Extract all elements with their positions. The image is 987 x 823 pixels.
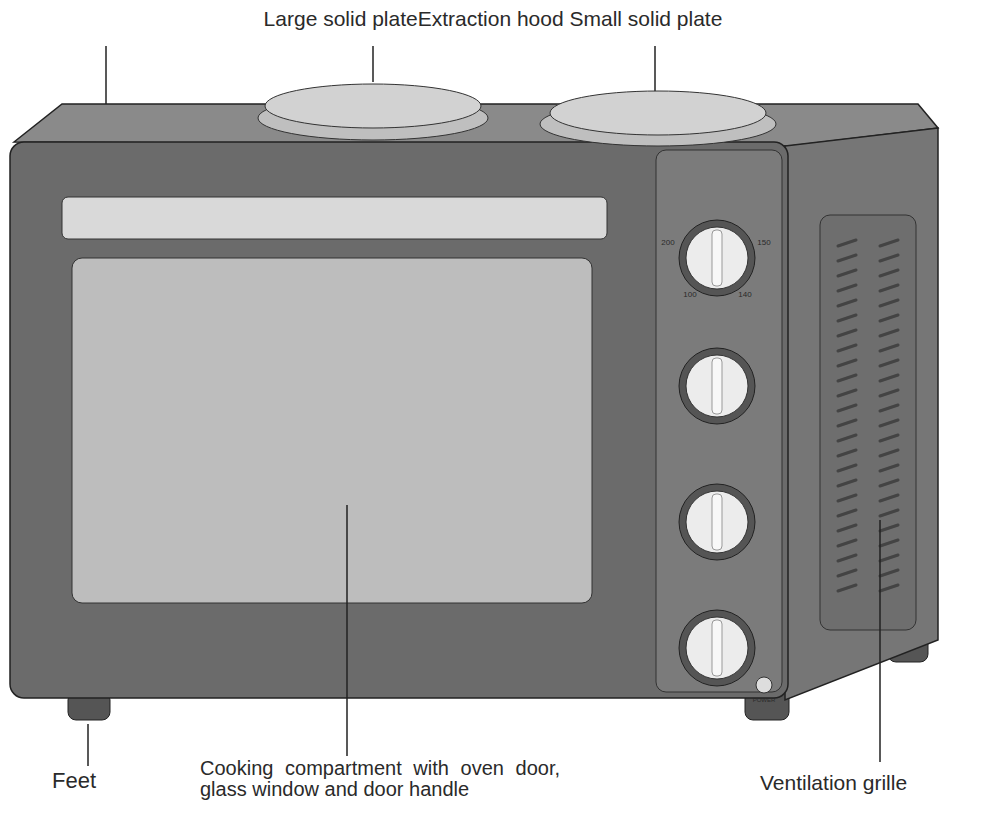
grille-slot <box>880 270 898 276</box>
grille-slot <box>838 570 856 576</box>
dial-number: 200 <box>661 238 674 248</box>
grille-slot <box>838 420 856 426</box>
grille-slot <box>880 330 898 336</box>
part-label: Ventilation grille <box>760 770 907 795</box>
grille-slot <box>880 510 898 516</box>
part-label: Large solid plateExtraction hood Small s… <box>264 6 723 31</box>
grille-slot <box>838 585 856 591</box>
leader-line <box>879 520 881 762</box>
grille-slot <box>880 540 898 546</box>
grille-slot <box>880 435 898 441</box>
control-panel <box>656 150 782 692</box>
grille-slot <box>838 345 856 351</box>
grille-slot <box>838 285 856 291</box>
grille-slot <box>880 375 898 381</box>
grille-slot <box>880 555 898 561</box>
leader-line <box>346 505 348 756</box>
grille-slot <box>880 465 898 471</box>
grille-slot <box>838 240 856 246</box>
grille-slot <box>838 405 856 411</box>
grille-slot <box>838 270 856 276</box>
grille-slot <box>880 240 898 246</box>
grille-slot <box>880 525 898 531</box>
grille-slot <box>880 285 898 291</box>
leader-line <box>372 46 374 82</box>
dial-number: 140 <box>738 290 751 300</box>
leader-line <box>654 46 656 92</box>
small-plate <box>550 91 766 135</box>
oven-front <box>10 142 788 698</box>
grille-slot <box>838 525 856 531</box>
grille-slot <box>880 450 898 456</box>
grille-slot <box>838 540 856 546</box>
grille-slot <box>838 390 856 396</box>
grille-slot <box>838 300 856 306</box>
grille-slot <box>880 300 898 306</box>
grille-slot <box>880 405 898 411</box>
grille-slot <box>880 390 898 396</box>
grille-slot <box>838 450 856 456</box>
grille-slot <box>880 315 898 321</box>
grille-slot <box>838 435 856 441</box>
grille-slot <box>838 330 856 336</box>
button-label: POWER <box>753 697 776 704</box>
knobs <box>679 220 772 693</box>
dial-number: 100 <box>683 290 696 300</box>
oven-side <box>785 128 938 700</box>
grille-slot <box>880 360 898 366</box>
grille-slot <box>880 255 898 261</box>
grille-slot <box>838 465 856 471</box>
grille-slot <box>838 480 856 486</box>
grille-slot <box>838 360 856 366</box>
grille-slot <box>838 375 856 381</box>
part-label: Feet <box>52 768 96 794</box>
leader-line <box>105 46 107 112</box>
grille-slot <box>838 255 856 261</box>
grille-slot <box>880 345 898 351</box>
grille-slot <box>880 495 898 501</box>
grille-slot <box>838 510 856 516</box>
grille-slot <box>838 495 856 501</box>
door-handle <box>62 197 607 239</box>
dial-number: 150 <box>757 238 770 248</box>
grille-slot <box>838 315 856 321</box>
grille-slot <box>880 480 898 486</box>
leader-line <box>87 724 89 766</box>
grille-slot <box>838 555 856 561</box>
part-label: Cooking compartment with oven door, glas… <box>200 758 560 800</box>
ventilation-grille <box>820 215 916 630</box>
grille-slot <box>880 570 898 576</box>
grille-slot <box>880 585 898 591</box>
large-plate <box>265 84 481 128</box>
grille-slot <box>880 420 898 426</box>
glass-window <box>72 258 592 603</box>
